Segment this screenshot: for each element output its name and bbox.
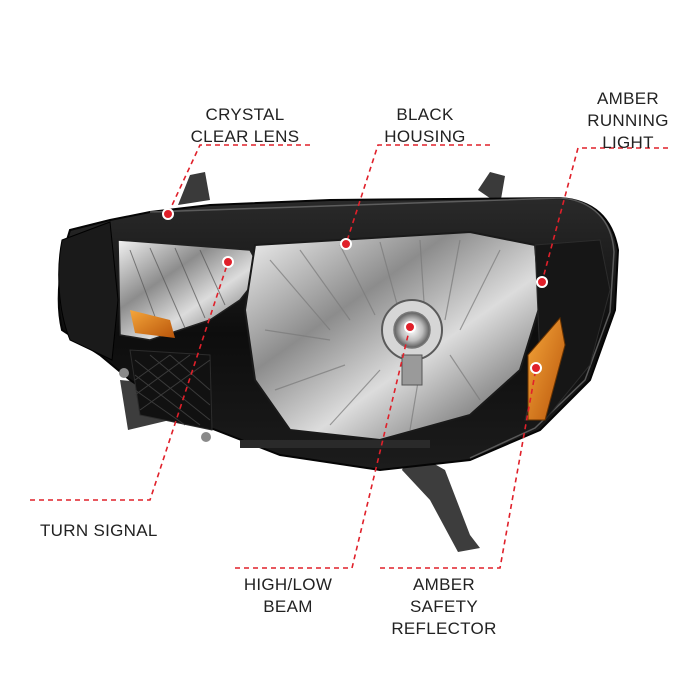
label-line: AMBER xyxy=(413,575,475,594)
label-amber-running-light: AMBER RUNNING LIGHT xyxy=(578,88,678,154)
marker-crystal-lens xyxy=(162,208,174,220)
label-black-housing: BLACK HOUSING xyxy=(370,104,480,148)
label-amber-safety-reflector: AMBER SAFETY REFLECTOR xyxy=(384,574,504,640)
turn-signal-amber xyxy=(130,310,175,338)
label-line: LIGHT xyxy=(602,133,654,152)
callout-lines xyxy=(30,144,668,569)
label-line: HOUSING xyxy=(384,127,466,146)
label-line: TURN SIGNAL xyxy=(40,521,158,540)
lens-edge xyxy=(149,197,615,459)
mounting-brackets xyxy=(178,172,505,205)
marker-black-housing xyxy=(340,238,352,250)
label-crystal-clear-lens: CRYSTAL CLEAR LENS xyxy=(190,104,300,148)
label-turn-signal: TURN SIGNAL xyxy=(40,520,158,542)
label-line: CRYSTAL xyxy=(205,105,285,124)
bottom-trim xyxy=(240,440,430,448)
label-line: RUNNING xyxy=(587,111,669,130)
label-line: REFLECTOR xyxy=(391,619,497,638)
marker-amber-reflector xyxy=(530,362,542,374)
marker-amber-running xyxy=(536,276,548,288)
callout-markers xyxy=(162,208,548,374)
rear-housing xyxy=(58,221,119,361)
label-line: AMBER xyxy=(597,89,659,108)
marker-high-low-beam xyxy=(404,321,416,333)
marker-turn-signal xyxy=(222,256,234,268)
label-high-low-beam: HIGH/LOW BEAM xyxy=(238,574,338,618)
label-line: CLEAR LENS xyxy=(190,127,300,146)
label-line: SAFETY xyxy=(410,597,478,616)
label-line: BEAM xyxy=(263,597,313,616)
label-line: BLACK xyxy=(396,105,454,124)
mesh-grille xyxy=(129,349,213,431)
label-line: HIGH/LOW xyxy=(243,575,333,594)
